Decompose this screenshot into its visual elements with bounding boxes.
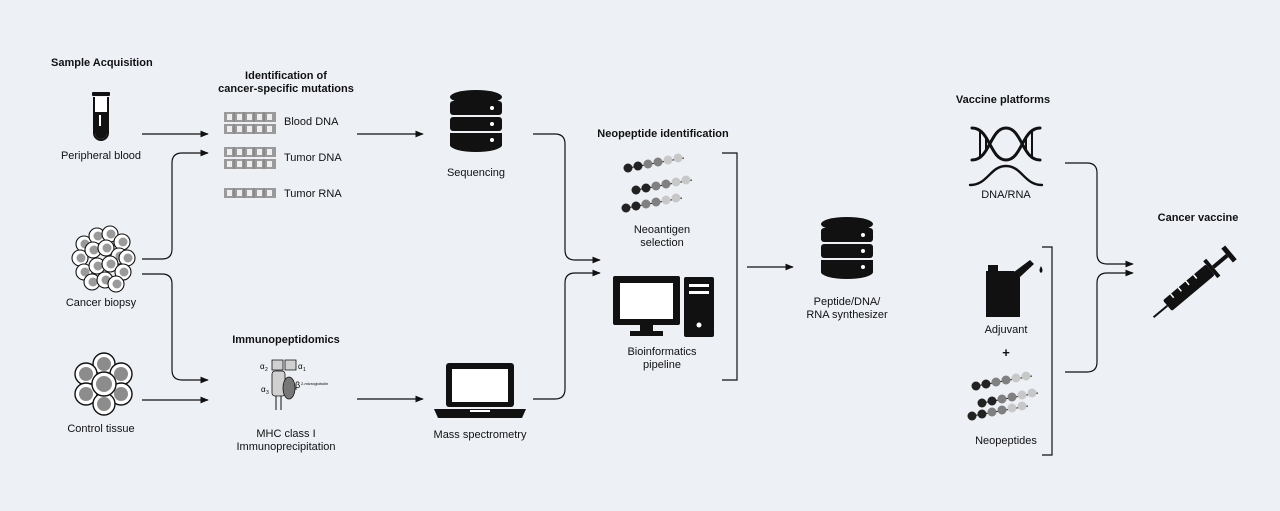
heading-identification-line1: Identification of [245, 70, 327, 82]
heading-identification-line2: cancer-specific mutations [218, 83, 354, 95]
mhc-alpha3: α [261, 385, 266, 394]
label-dna-rna: DNA/RNA [981, 189, 1031, 201]
label-adjuvant: Adjuvant [984, 324, 1028, 336]
sequence-strip-icon [223, 111, 277, 199]
mhc-molecule-icon: α 2 α 1 α 3 β 2-microglobulin [260, 359, 328, 410]
mhc-alpha1: α [298, 362, 303, 371]
label-cancer-biopsy: Cancer biopsy [65, 297, 137, 309]
label-mhc-line1: MHC class I [256, 428, 316, 440]
heading-vaccine-platforms: Vaccine platforms [955, 94, 1051, 106]
label-mhc-line2: Immunoprecipitation [236, 441, 336, 453]
neopeptide-chain-icon [967, 371, 1039, 421]
synthesizer-database-icon [821, 217, 873, 279]
mhc-alpha2: α [260, 362, 265, 371]
label-tumor-dna: Tumor DNA [284, 152, 342, 164]
label-control-tissue: Control tissue [67, 423, 135, 435]
mhc-alpha3-sub: 3 [266, 390, 269, 396]
arrow-biopsy-to-immuno [142, 273, 209, 384]
heading-sample-acquisition: Sample Acquisition [51, 57, 153, 69]
canister-icon [986, 260, 1043, 317]
laptop-icon [434, 363, 526, 418]
heading-immunopeptidomics: Immunopeptidomics [232, 334, 340, 346]
label-neopeptides: Neopeptides [975, 435, 1037, 447]
arrow-dna-to-vaccine [1065, 162, 1134, 268]
arrow-mass-spec-to-neo [533, 269, 601, 400]
label-sequencing: Sequencing [446, 167, 506, 179]
arrow-adjuvant-to-vaccine [1065, 269, 1134, 373]
desktop-computer-icon [613, 276, 714, 337]
heading-cancer-vaccine: Cancer vaccine [1157, 212, 1239, 224]
label-synth-line2: RNA synthesizer [806, 309, 888, 321]
label-bioinformatics-line1: Bioinformatics [627, 346, 697, 358]
cell-cluster-icon [71, 225, 136, 293]
label-blood-dna: Blood DNA [284, 116, 339, 128]
arrow-biopsy-to-mutations [142, 149, 209, 260]
mhc-alpha2-sub: 2 [265, 367, 268, 373]
mhc-beta: β [295, 380, 300, 390]
mhc-microglobulin: 2-microglobulin [301, 381, 328, 386]
connectors [142, 130, 1134, 456]
label-plus: + [1002, 345, 1010, 360]
arrow-sequencing-to-neo [533, 133, 601, 264]
heading-neopeptide-identification: Neopeptide identification [597, 128, 729, 140]
label-neoantigen-line1: Neoantigen [633, 224, 691, 236]
control-cell-cluster-icon [74, 352, 133, 416]
peptide-chain-icon [621, 153, 693, 213]
bracket-adjuvant-neopeptides [1042, 246, 1053, 456]
test-tube-icon [92, 92, 110, 141]
label-synth-line1: Peptide/DNA/ [813, 296, 881, 308]
label-tumor-rna: Tumor RNA [284, 188, 342, 200]
mhc-alpha1-sub: 1 [303, 367, 306, 373]
label-neoantigen-line2: selection [640, 237, 684, 249]
label-bioinformatics-line2: pipeline [643, 359, 681, 371]
label-peripheral-blood: Peripheral blood [60, 150, 142, 162]
bracket-neopeptide [722, 152, 738, 381]
database-icon [450, 90, 502, 152]
dna-helix-icon [968, 126, 1044, 187]
syringe-icon [1152, 245, 1237, 319]
label-mass-spectrometry: Mass spectrometry [433, 429, 527, 441]
